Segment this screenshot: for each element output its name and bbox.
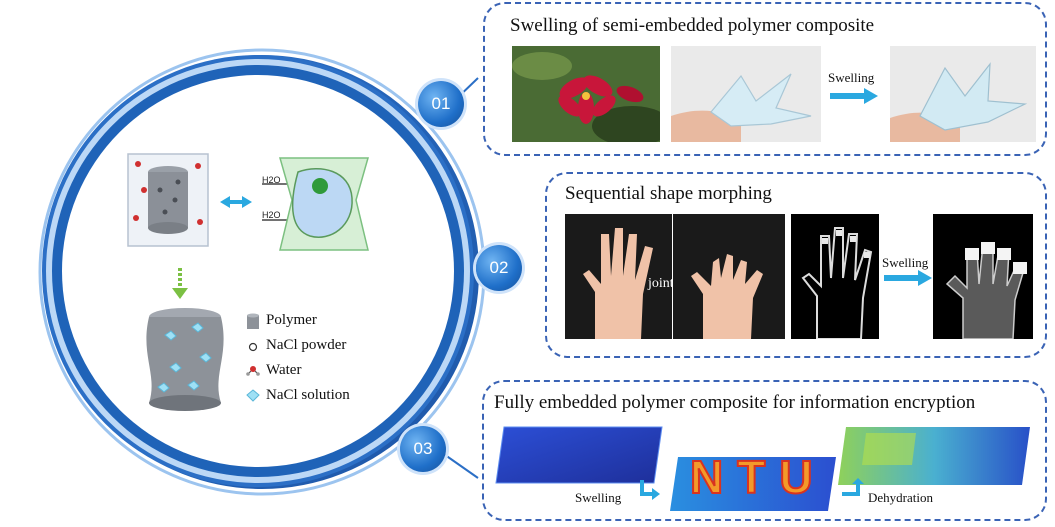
down-arrow-icon <box>172 268 188 299</box>
water-molecule-icon <box>246 366 260 376</box>
legend-nacl-powder: NaCl powder <box>266 337 347 353</box>
nacl-solution-icon <box>246 389 260 402</box>
swelling-label: Swelling <box>575 490 622 505</box>
photo-hand-bent <box>673 214 785 339</box>
panel-01-arrow-icon <box>830 88 878 104</box>
panel-02-title: Sequential shape morphing <box>565 183 772 204</box>
h2o-label-top: H2O <box>262 175 281 185</box>
badge-02: 02 <box>476 245 522 291</box>
dehydration-arrow-icon <box>842 478 864 496</box>
joint-label: joint <box>648 276 674 291</box>
legend-water: Water <box>266 362 302 378</box>
heatmap-ntu <box>670 457 836 511</box>
badge-03: 03 <box>400 426 446 472</box>
panel-01-title: Swelling of semi-embedded polymer compos… <box>510 15 875 36</box>
central-schematic <box>127 153 369 251</box>
legend-polymer: Polymer <box>266 312 317 328</box>
photo-hand-open <box>565 214 672 339</box>
photo-glove-before <box>791 214 879 339</box>
photo-star-before <box>671 46 821 142</box>
panel-01-arrow-label: Swelling <box>828 70 875 85</box>
central-circle <box>62 75 454 467</box>
legend-nacl-solution: NaCl solution <box>266 387 350 403</box>
dehydration-label: Dehydration <box>868 490 933 505</box>
panel-02-arrow-icon <box>884 270 932 286</box>
panel-03-title: Fully embedded polymer composite for inf… <box>494 392 976 413</box>
ntu-letters: NTU <box>689 450 827 504</box>
swelling-arrow-icon <box>640 480 660 500</box>
badge-01: 01 <box>418 81 464 127</box>
heatmap-left <box>495 426 663 484</box>
nacl-powder-icon <box>248 342 258 352</box>
h2o-label-bottom: H2O <box>262 210 281 220</box>
polymer-cylinder-icon <box>247 313 259 329</box>
swollen-polymer <box>146 308 224 411</box>
heatmap-right <box>838 427 1030 485</box>
panel-02-arrow-label: Swelling <box>882 255 929 270</box>
photo-flower <box>512 46 660 142</box>
photo-glove-after <box>933 214 1033 339</box>
photo-star-after <box>890 46 1036 142</box>
